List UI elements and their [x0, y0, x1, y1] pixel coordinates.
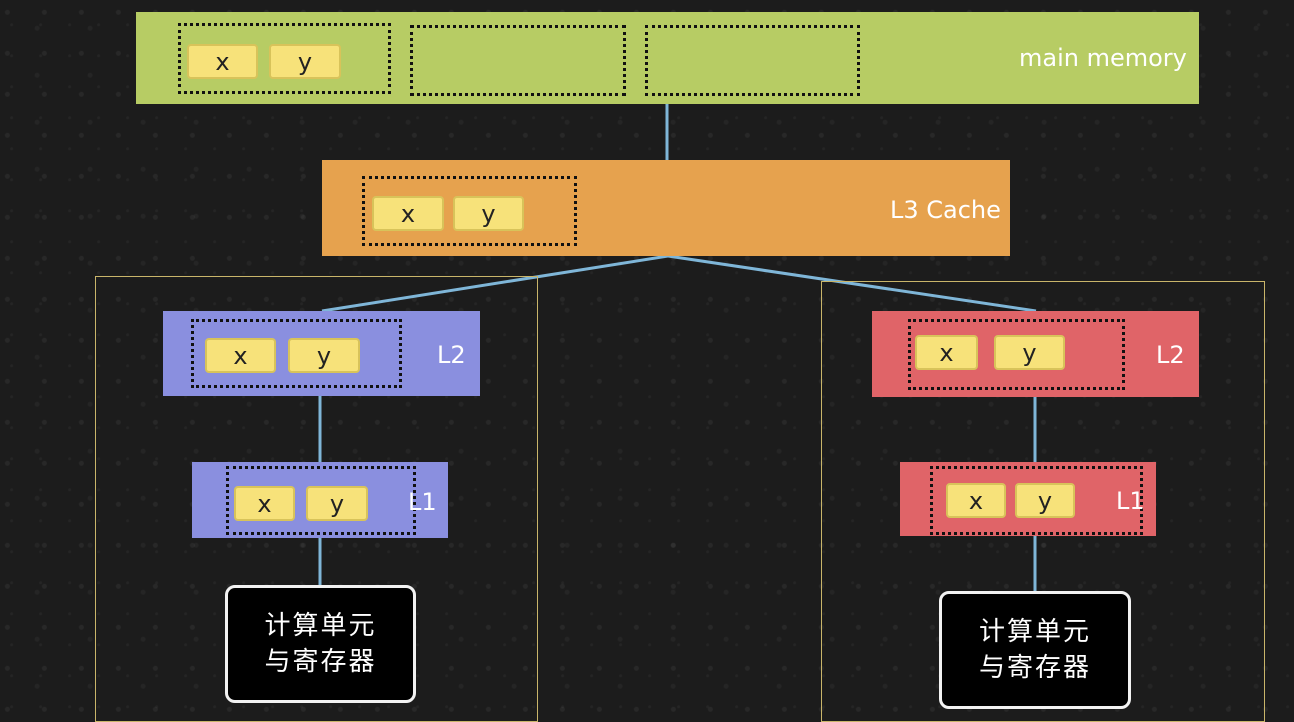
l3-chip-y: y	[453, 196, 524, 231]
right-l2-block: x y L2	[872, 311, 1199, 397]
l3-label: L3 Cache	[890, 196, 1001, 224]
l3-cache-line	[362, 176, 577, 246]
left-l2-label: L2	[437, 341, 466, 369]
l3-cache-block: x y L3 Cache	[322, 160, 1010, 256]
right-compute-unit: 计算单元 与寄存器	[939, 591, 1131, 709]
left-l1-cache-line	[226, 466, 416, 535]
main-memory-block: x y main memory	[136, 12, 1199, 104]
right-compute-line2: 与寄存器	[978, 653, 1091, 683]
link-l3-right-l2	[667, 254, 1037, 313]
left-l2-chip-y: y	[288, 338, 360, 373]
memory-cache-line-3	[645, 25, 860, 96]
right-l1-label: L1	[1116, 487, 1145, 515]
left-l1-chip-x: x	[234, 486, 295, 521]
right-l2-chip-y: y	[994, 335, 1065, 370]
left-compute-unit: 计算单元 与寄存器	[225, 585, 416, 703]
right-compute-line1: 计算单元	[978, 617, 1091, 647]
memory-chip-x: x	[187, 44, 258, 79]
right-l2-cache-line	[908, 319, 1125, 390]
right-l2-label: L2	[1156, 341, 1185, 369]
left-l2-cache-line	[191, 319, 402, 388]
right-l1-chip-x: x	[946, 483, 1006, 518]
main-memory-label: main memory	[1019, 44, 1187, 72]
left-compute-line1: 计算单元	[264, 611, 377, 641]
right-l1-block: x y L1	[900, 462, 1156, 536]
left-l1-block: x y L1	[192, 462, 448, 538]
link-l3-left-l2	[321, 254, 669, 313]
left-l2-chip-x: x	[205, 338, 276, 373]
right-l1-cache-line	[930, 466, 1143, 535]
right-l1-chip-y: y	[1015, 483, 1075, 518]
left-l1-chip-y: y	[306, 486, 368, 521]
memory-chip-y: y	[269, 44, 341, 79]
l3-chip-x: x	[372, 196, 444, 231]
memory-cache-line-2	[410, 25, 626, 96]
memory-cache-line-1	[178, 23, 391, 94]
left-l2-block: x y L2	[163, 311, 480, 396]
right-l2-chip-x: x	[915, 335, 978, 370]
left-compute-line2: 与寄存器	[264, 647, 377, 677]
left-l1-label: L1	[408, 488, 437, 516]
